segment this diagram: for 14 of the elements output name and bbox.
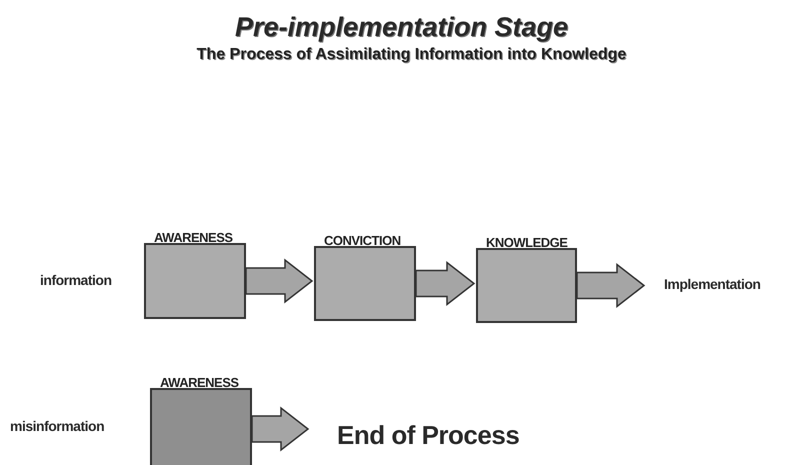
outcome-text: Implementation	[646, 276, 760, 292]
box-heading: KNOWLEDGE	[486, 235, 568, 250]
block-arrow	[245, 258, 314, 304]
outcome-text: End of Process	[310, 420, 520, 451]
diagram-title: Pre-implementation Stage	[234, 12, 570, 43]
block-arrow	[415, 260, 476, 306]
block-arrow	[251, 406, 310, 452]
box-heading: CONVICTION	[324, 233, 401, 248]
box-heading: AWARENESS	[154, 230, 233, 245]
box-heading: AWARENESS	[160, 375, 239, 390]
block-arrow	[576, 262, 646, 308]
diagram-subtitle: The Process of Assimilating Information into Knowledge	[196, 46, 628, 64]
input-label: information	[40, 272, 112, 288]
input-label: misinformation	[10, 418, 104, 434]
